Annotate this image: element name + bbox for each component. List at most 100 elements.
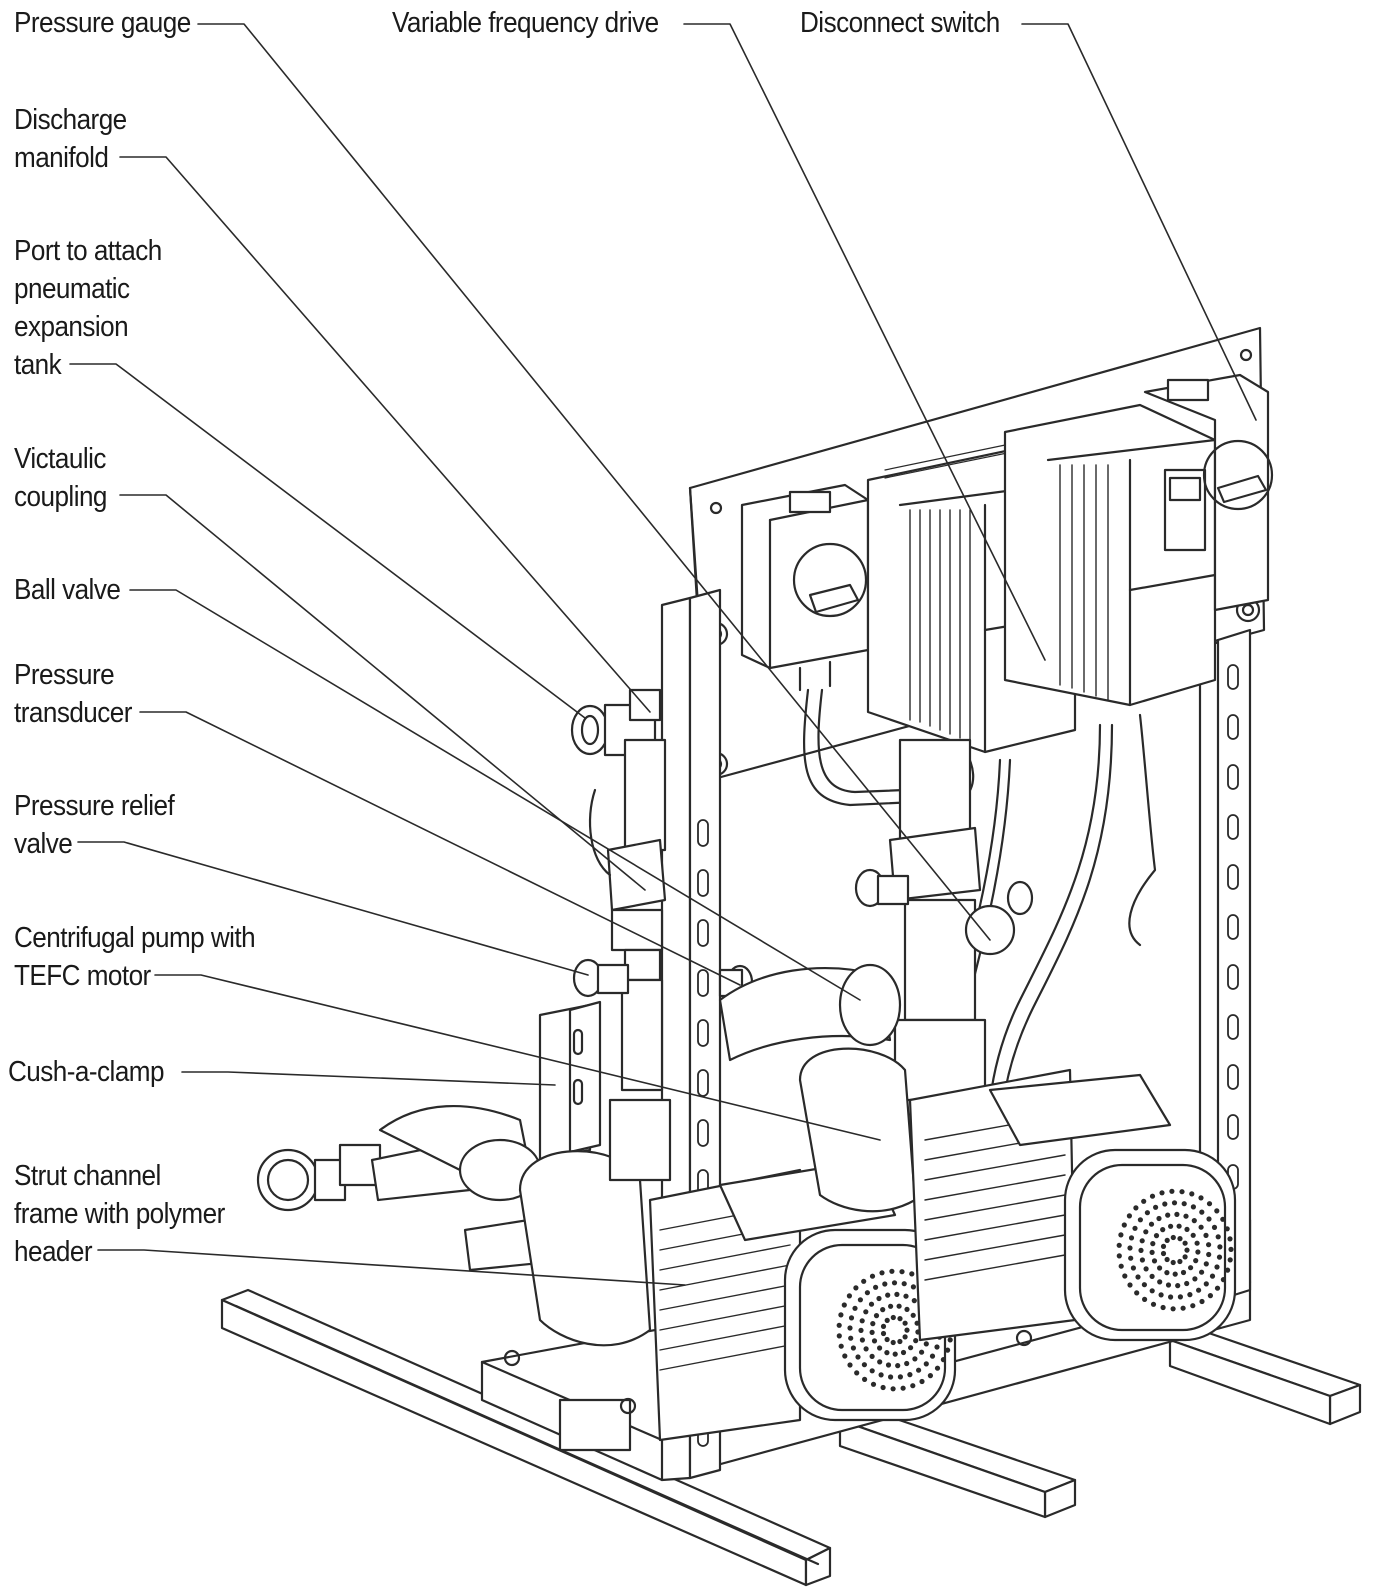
vent-dot <box>1116 1242 1122 1248</box>
vent-dot <box>900 1385 906 1391</box>
vent-dot <box>1228 1246 1234 1252</box>
vent-dot <box>861 1362 868 1368</box>
vent-dot <box>1215 1234 1221 1240</box>
vent-dot <box>1177 1236 1183 1242</box>
vent-dot <box>858 1327 864 1333</box>
vent-dot <box>873 1284 879 1290</box>
vent-dot <box>1182 1254 1188 1260</box>
label-line: transducer <box>14 697 132 729</box>
vent-dot <box>1206 1201 1213 1207</box>
label-line: frame with polymer <box>14 1198 225 1230</box>
vent-dot <box>1181 1201 1187 1207</box>
label-line: Centrifugal pump with <box>14 922 256 954</box>
vent-dot <box>1214 1208 1220 1214</box>
vent-dot <box>934 1344 940 1350</box>
label-line: Cush-a-clamp <box>8 1056 165 1088</box>
vent-dot <box>1227 1257 1233 1263</box>
leader-discharge-manifold <box>119 156 651 713</box>
vent-dot <box>1206 1251 1212 1258</box>
leader-ball-valve <box>129 589 861 1001</box>
vent-dot <box>861 1278 867 1284</box>
vent-dot <box>1149 1249 1155 1255</box>
vent-dot <box>884 1336 890 1343</box>
vent-dot <box>1149 1273 1155 1279</box>
label-victaulic-coupling: Victaulic coupling <box>14 440 107 516</box>
vent-dot <box>897 1316 903 1322</box>
label-line: coupling <box>14 481 107 513</box>
vent-dot <box>880 1330 887 1337</box>
label-cush-a-clamp: Cush-a-clamp <box>8 1053 165 1091</box>
vent-dot <box>888 1303 894 1309</box>
vent-dot <box>913 1338 919 1344</box>
vent-dot <box>869 1329 875 1335</box>
vent-dot <box>1211 1224 1218 1230</box>
vent-dot <box>869 1273 876 1279</box>
vent-dot <box>902 1334 908 1340</box>
vent-dot <box>1157 1279 1163 1285</box>
vent-dot <box>929 1353 936 1359</box>
label-line: Victaulic <box>14 443 106 475</box>
vent-dot <box>1199 1269 1205 1275</box>
vent-dot <box>903 1293 909 1299</box>
vent-dot <box>1203 1261 1209 1267</box>
vent-dot <box>1191 1218 1197 1224</box>
vent-dot <box>876 1295 882 1302</box>
leader-pressure-relief-valve <box>77 841 589 976</box>
vent-dot <box>1190 1204 1196 1210</box>
vent-dot <box>871 1338 878 1344</box>
vent-dot <box>1160 1227 1166 1233</box>
leader-expansion-tank-port <box>69 363 586 719</box>
vent-dot <box>900 1349 907 1356</box>
vent-dot <box>1165 1282 1172 1288</box>
vent-dot <box>847 1325 853 1331</box>
vent-dot <box>1190 1303 1196 1309</box>
vent-dot <box>873 1313 880 1319</box>
suction-header <box>718 963 902 1062</box>
vent-dot <box>1151 1258 1158 1264</box>
vent-dot <box>1127 1245 1133 1251</box>
vent-dot <box>1142 1296 1148 1302</box>
leader-pressure-transducer <box>139 711 741 986</box>
vent-dot <box>894 1291 900 1297</box>
vent-dot <box>884 1317 890 1323</box>
vent-dot <box>842 1353 848 1359</box>
vent-dot <box>1172 1271 1178 1277</box>
cush-a-clamp <box>538 1000 602 1162</box>
vent-dot <box>904 1360 910 1367</box>
vent-dot <box>1137 1217 1143 1223</box>
vent-dot <box>864 1290 871 1296</box>
vent-dot <box>870 1321 876 1327</box>
vent-dot <box>1169 1188 1175 1194</box>
vent-dot <box>1184 1280 1190 1287</box>
vent-dot <box>868 1301 875 1307</box>
vent-dot <box>841 1302 847 1308</box>
vent-dot <box>885 1362 892 1368</box>
vent-dot <box>1139 1238 1145 1244</box>
vent-dot <box>1121 1222 1127 1228</box>
label-ball-valve: Ball valve <box>14 571 121 609</box>
vent-dot <box>1159 1190 1165 1196</box>
pump-2 <box>798 1047 1237 1342</box>
vent-dot <box>1149 1288 1155 1294</box>
vent-dot <box>945 1347 951 1353</box>
vent-dot <box>1174 1211 1180 1217</box>
vent-dot <box>1203 1281 1209 1287</box>
vent-dot <box>1132 1225 1138 1231</box>
vent-dot <box>911 1298 917 1304</box>
vent-dot <box>1134 1290 1140 1296</box>
label-line: Variable frequency drive <box>392 7 659 39</box>
vent-dot <box>1157 1265 1163 1271</box>
vent-dot <box>1175 1283 1181 1289</box>
vent-dot <box>1138 1247 1144 1253</box>
vent-dot <box>910 1383 916 1389</box>
vfd-2 <box>1003 403 1217 707</box>
vent-dot <box>895 1363 901 1369</box>
vent-dot <box>897 1374 904 1380</box>
vent-dot <box>1116 1253 1122 1259</box>
pump-2-fan-vents <box>1116 1188 1234 1312</box>
label-line: Pressure relief <box>14 790 175 822</box>
vent-dot <box>907 1372 913 1378</box>
